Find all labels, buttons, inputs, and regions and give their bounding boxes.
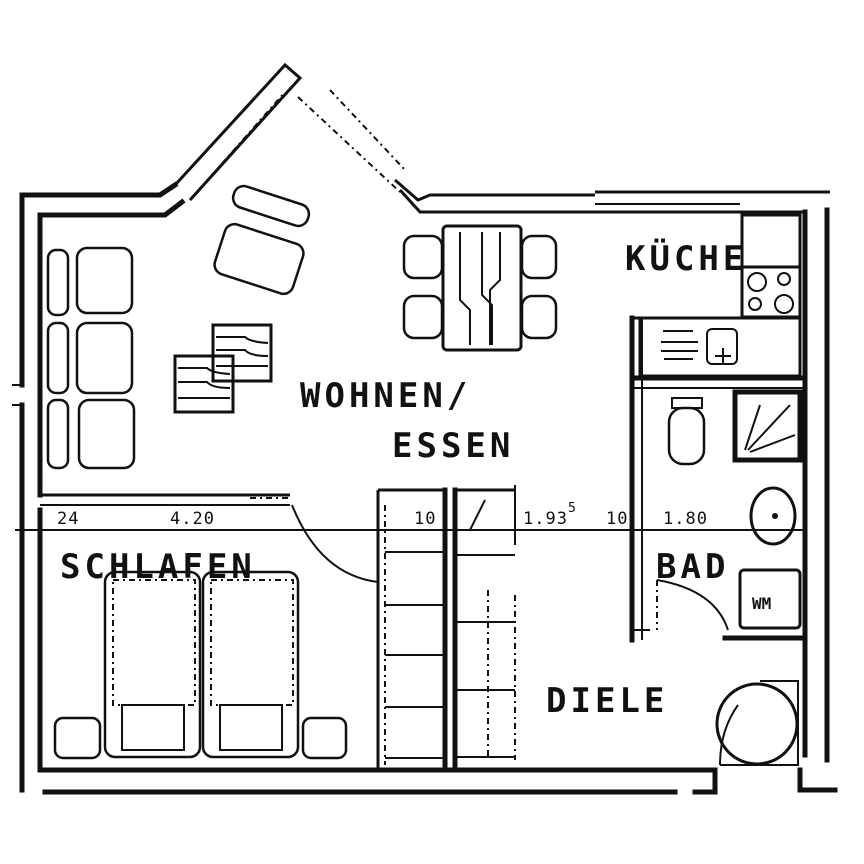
outer-walls [12,62,838,795]
dimension-wall-mid-2: 10 [606,509,628,529]
room-label-schlafen: SCHLAFEN [60,547,256,587]
dimension-lines [15,500,805,531]
dimension-corridor-width: 1.93 [523,509,568,529]
room-label-wohnen-line2: ESSEN [392,426,514,466]
room-label-diele: DIELE [546,681,668,721]
dimension-corridor-width-sup: 5 [568,501,577,516]
hall-fixtures [715,680,799,766]
wardrobe-shelves [384,499,516,765]
dimension-schlafen-width: 4.20 [170,509,215,529]
room-label-kueche: KÜCHE [625,238,747,279]
living-furniture [46,184,558,470]
interior-walls [40,315,808,773]
dimension-wall-left: 24 [57,509,79,529]
dimension-wall-mid-1: 10 [414,509,436,529]
room-label-bad: BAD [656,547,729,587]
room-label-wohnen-line1: WOHNEN/ [300,376,471,416]
bedroom-furniture [53,504,379,760]
washing-machine-label: WM [752,594,771,613]
bathroom-fixtures [656,389,803,631]
kitchen-fixtures [638,213,802,378]
dimension-bad-width: 1.80 [663,509,708,529]
